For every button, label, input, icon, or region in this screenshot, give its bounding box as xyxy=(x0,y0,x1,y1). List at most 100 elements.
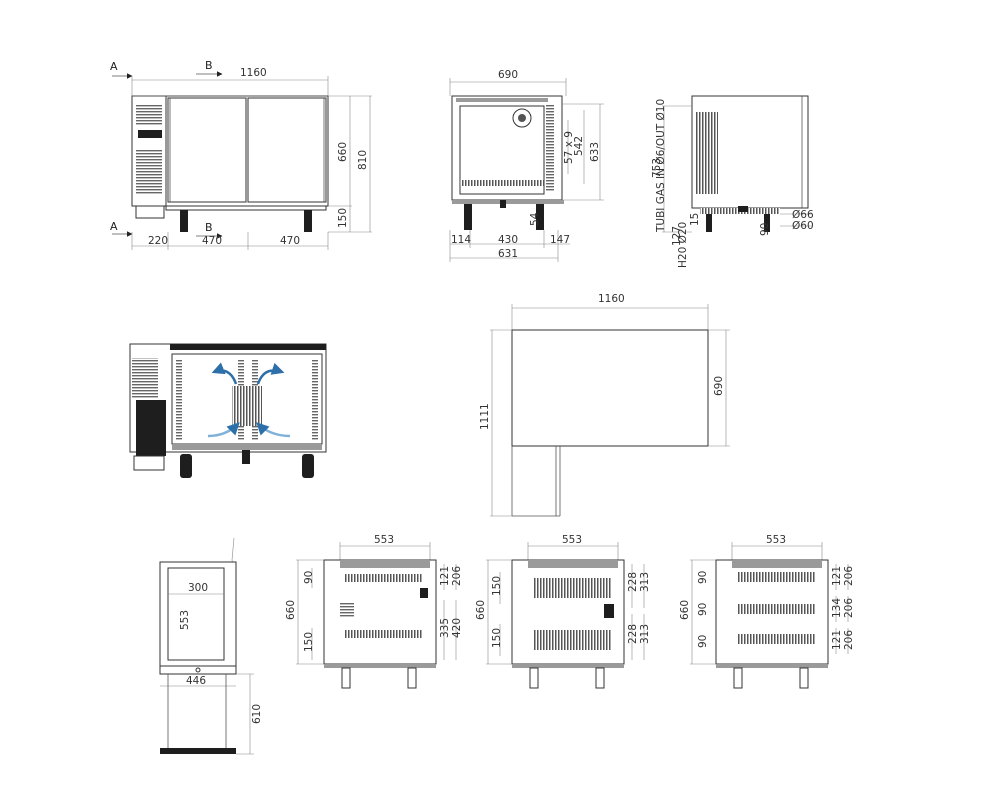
side-exterior-view: 753 TUBI GAS IN Ø6/OUT Ø10 H20 Ø20 127 1… xyxy=(651,95,814,268)
side-section-view: 690 633 542 57 x 9 54 114 430 147 631 xyxy=(449,69,604,262)
section-b-top-label: B xyxy=(205,59,213,72)
section-s2-view: 553 660 150 150 228 313 228 313 xyxy=(475,534,651,689)
water-pipe-label: H20 Ø20 xyxy=(677,222,689,268)
compressor-grille xyxy=(132,358,158,398)
airflow-arrow-right xyxy=(256,362,285,385)
height-753-label: 753 xyxy=(651,158,663,178)
width-430-label: 430 xyxy=(498,234,518,246)
caster-wheel xyxy=(302,454,314,478)
pitch-57x9-label: 57 x 9 xyxy=(563,131,575,164)
s2-drawer-top xyxy=(534,578,612,598)
plan-width-1160-label: 1160 xyxy=(598,293,625,305)
s1-121-label: 121 xyxy=(439,566,451,586)
plan-top xyxy=(511,329,709,447)
s1-shelf-top xyxy=(344,574,422,582)
section-s3-view: 553 660 90 90 90 121 206 134 206 121 206 xyxy=(679,534,855,689)
plan-depth-690-label: 690 xyxy=(713,376,725,396)
leg xyxy=(529,667,539,689)
return-air-arrow-right xyxy=(256,422,291,438)
s3-shelf-2 xyxy=(738,604,816,614)
s3-90b-label: 90 xyxy=(697,603,709,616)
dim-90-label: 90 xyxy=(759,223,771,236)
width-147-label: 147 xyxy=(550,234,570,246)
legs-150-label: 150 xyxy=(337,208,349,228)
width-631-label: 631 xyxy=(498,248,518,260)
door-opening-view: 300 553 446 610 xyxy=(159,537,263,755)
dim-127-label: 127 xyxy=(671,226,683,246)
s2-313b-label: 313 xyxy=(639,624,651,644)
leg xyxy=(733,667,743,689)
s2-228b-label: 228 xyxy=(627,624,639,644)
s3-shelf-1 xyxy=(738,572,816,582)
split-470-a-label: 470 xyxy=(202,235,222,247)
s1-335-label: 335 xyxy=(439,618,451,638)
height-542-label: 542 xyxy=(573,136,585,156)
airflow-arrow-left xyxy=(211,362,238,385)
plan-view: 1160 690 1111 xyxy=(479,293,730,517)
leg xyxy=(595,667,605,689)
airflow-interior-view xyxy=(129,343,327,478)
dim-15-label: 15 xyxy=(689,213,701,226)
height-633-label: 633 xyxy=(589,142,601,162)
s3-553-label: 553 xyxy=(766,534,786,546)
leg xyxy=(706,214,712,232)
s3-206a-label: 206 xyxy=(843,566,855,586)
s2-553-label: 553 xyxy=(562,534,582,546)
s3-206c-label: 206 xyxy=(843,630,855,650)
leg xyxy=(407,667,417,689)
s3-134-label: 134 xyxy=(831,598,843,618)
evaporator xyxy=(232,386,262,426)
leg xyxy=(180,210,188,232)
s2-150a-label: 150 xyxy=(491,576,503,596)
section-a-top-label: A xyxy=(110,60,118,73)
door-553-label: 553 xyxy=(179,610,191,630)
diameter-60-label: Ø60 xyxy=(792,220,814,232)
split-470-b-label: 470 xyxy=(280,235,300,247)
side-vent-grille xyxy=(696,112,718,194)
rack-rails xyxy=(546,104,554,192)
s1-660-label: 660 xyxy=(285,600,297,620)
diameter-66-label: Ø66 xyxy=(792,209,814,221)
s2-150b-label: 150 xyxy=(491,628,503,648)
top-vent-grille xyxy=(136,104,162,126)
leg xyxy=(464,204,472,230)
s1-420-label: 420 xyxy=(451,618,463,638)
leg xyxy=(341,667,351,689)
compressor-unit xyxy=(136,400,166,456)
gas-pipes-label: TUBI GAS IN Ø6/OUT Ø10 xyxy=(655,99,667,233)
s3-206b-label: 206 xyxy=(843,598,855,618)
leg xyxy=(764,214,770,232)
split-220-label: 220 xyxy=(148,235,168,247)
section-a-bottom-label: A xyxy=(110,220,118,233)
height-54-label: 54 xyxy=(529,212,541,226)
s3-90a-label: 90 xyxy=(697,571,709,584)
section-s1-view: 553 660 90 150 121 206 335 420 xyxy=(285,534,463,689)
width-690-label: 690 xyxy=(498,69,518,81)
plan-total-1111-label: 1111 xyxy=(479,403,491,430)
left-door xyxy=(167,97,247,203)
width-114-label: 114 xyxy=(451,234,471,246)
door-300-label: 300 xyxy=(188,582,208,594)
s3-121a-label: 121 xyxy=(831,566,843,586)
caster-wheel xyxy=(180,454,192,478)
control-display xyxy=(138,130,162,138)
height-660-label: 660 xyxy=(337,142,349,162)
width-1160-label: 1160 xyxy=(240,67,267,79)
s2-drawer-bottom xyxy=(534,630,612,650)
leg xyxy=(536,204,544,230)
s1-150-label: 150 xyxy=(303,632,315,652)
s2-313a-label: 313 xyxy=(639,572,651,592)
front-elevation-view: A A B B 1160 660 1 xyxy=(110,59,372,250)
s3-660-label: 660 xyxy=(679,600,691,620)
drip-tray xyxy=(135,205,165,219)
s3-90c-label: 90 xyxy=(697,635,709,648)
return-air-arrow-left xyxy=(207,422,240,438)
door-610-label: 610 xyxy=(251,704,263,724)
s2-660-label: 660 xyxy=(475,600,487,620)
s1-206-label: 206 xyxy=(451,566,463,586)
leg xyxy=(799,667,809,689)
bottom-vent-grille xyxy=(136,150,162,194)
leg xyxy=(304,210,312,232)
right-door xyxy=(247,97,327,203)
s1-90-label: 90 xyxy=(303,571,315,584)
